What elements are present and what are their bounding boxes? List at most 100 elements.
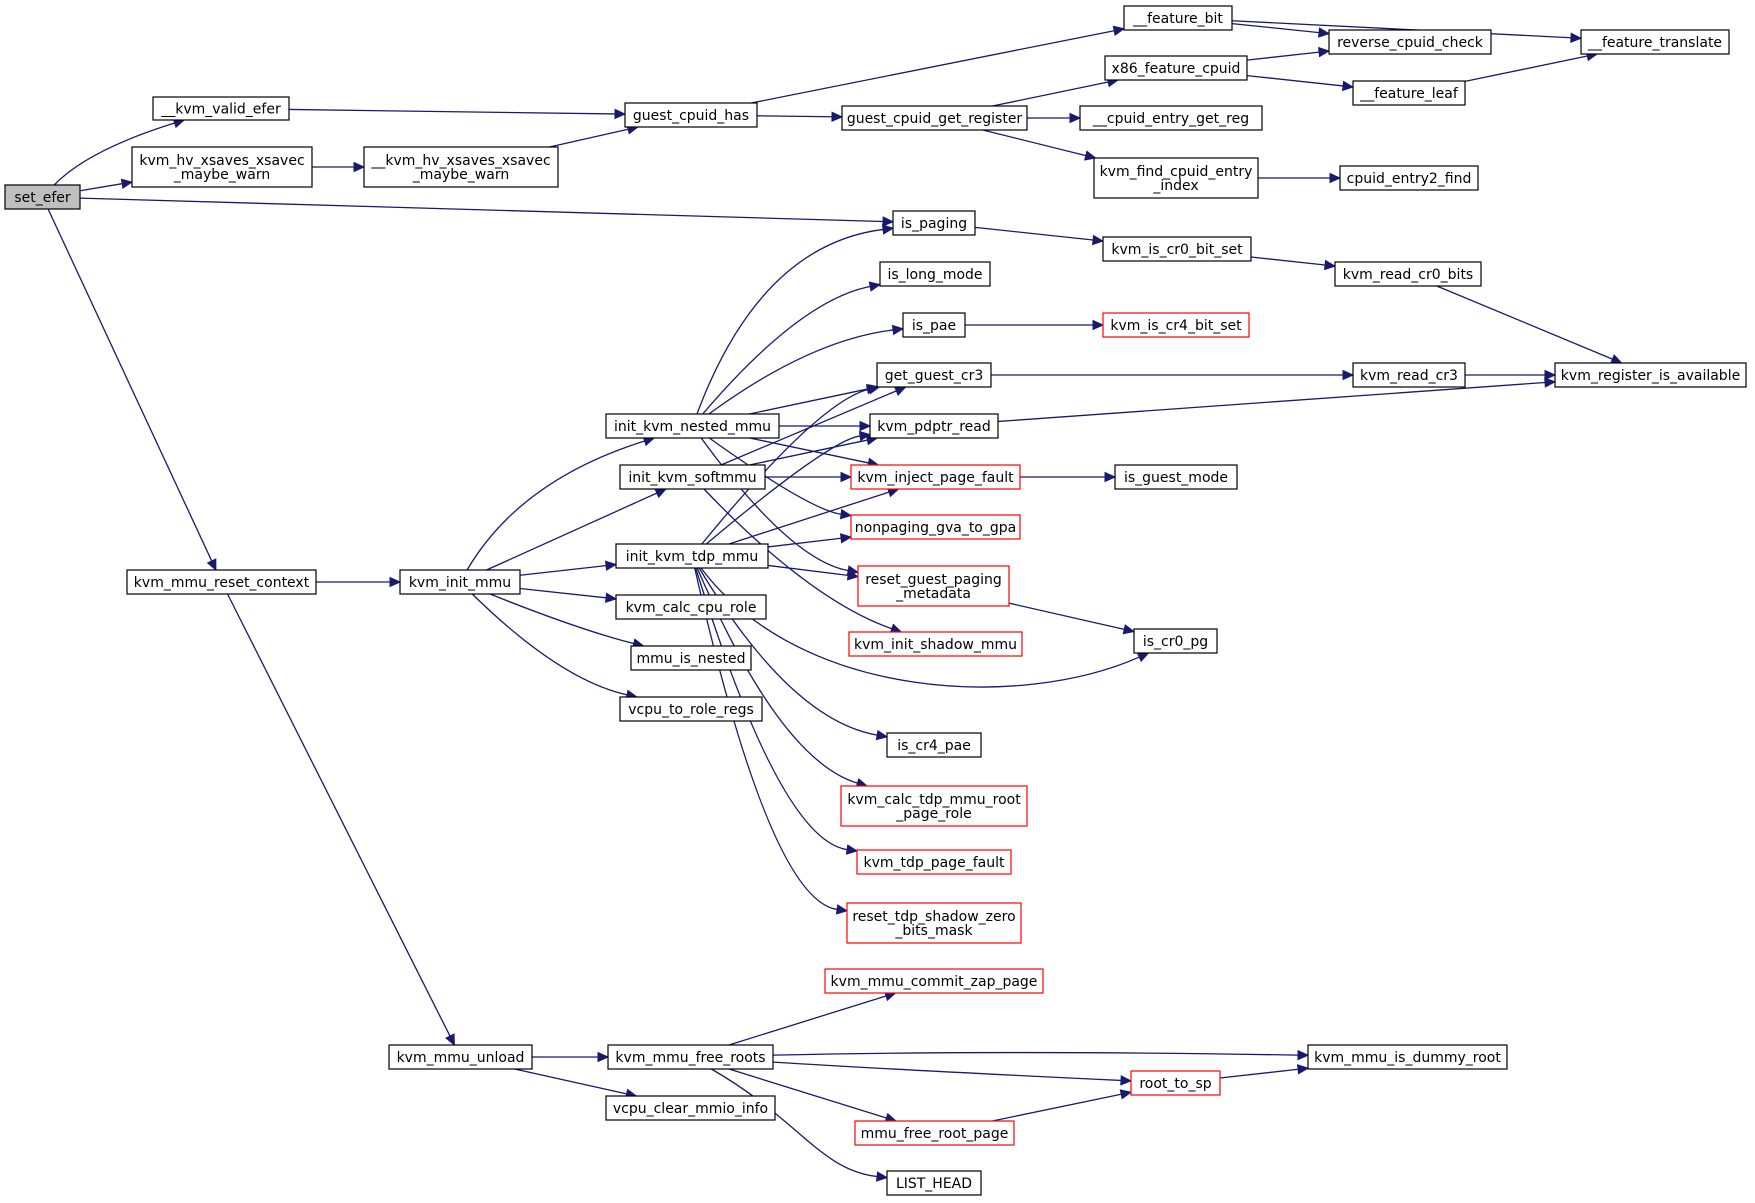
node-vcpu-to-role-regs[interactable]: vcpu_to_role_regs	[619, 696, 763, 722]
node-box	[1104, 55, 1248, 81]
node-label: kvm_is_cr4_bit_set	[1110, 318, 1242, 334]
edge-guest_cpuid_has-to-feature_bit	[751, 25, 1126, 104]
node-feature-translate[interactable]: __feature_translate	[1580, 29, 1730, 55]
node-LIST-HEAD[interactable]: LIST_HEAD	[886, 1170, 982, 1196]
node-label: vcpu_to_role_regs	[628, 702, 754, 718]
node-mmu-free-root-page[interactable]: mmu_free_root_page	[854, 1120, 1015, 1146]
arrowhead	[839, 533, 853, 544]
node-init-kvm-nested-mmu[interactable]: init_kvm_nested_mmu	[605, 413, 780, 439]
arrowhead	[875, 1171, 889, 1182]
node-kvm-init-shadow-mmu[interactable]: kvm_init_shadow_mmu	[848, 631, 1023, 657]
edge-kvm_mmu_free_roots-to-kvm_mmu_commit_zap_page	[728, 991, 897, 1046]
node-box	[1102, 312, 1250, 338]
node-mmu-is-nested[interactable]: mmu_is_nested	[630, 645, 752, 671]
node-kvm-pdptr-read[interactable]: kvm_pdptr_read	[869, 413, 999, 439]
node-init-kvm-softmmu[interactable]: init_kvm_softmmu	[619, 464, 766, 490]
edge-line	[974, 226, 1094, 241]
node-label: set_efer	[14, 190, 71, 206]
node-is-paging[interactable]: is_paging	[892, 210, 976, 236]
node-kvm-is-cr4-bit-set[interactable]: kvm_is_cr4_bit_set	[1102, 312, 1250, 338]
arrowhead	[614, 108, 627, 120]
node-nonpaging-gva-to-gpa[interactable]: nonpaging_gva_to_gpa	[850, 514, 1021, 540]
edge-feature_bit-to-feature_translate	[1231, 20, 1583, 44]
node-vcpu-clear-mmio-info[interactable]: vcpu_clear_mmio_info	[605, 1095, 776, 1121]
node-kvm-calc-cpu-role[interactable]: kvm_calc_cpu_role	[615, 594, 767, 620]
edge-reset_guest_paging_metadata-to-is_cr0_pg	[1008, 602, 1136, 635]
node-kvm-is-cr0-bit-set[interactable]: kvm_is_cr0_bit_set	[1102, 236, 1252, 262]
node-is-cr0-pg[interactable]: is_cr0_pg	[1133, 628, 1218, 654]
node-box	[850, 514, 1021, 540]
edge-init_kvm_nested_mmu-to-get_guest_cr3	[749, 384, 879, 415]
arrowhead	[1069, 112, 1082, 124]
edge-init_kvm_tdp_mmu-to-kvm_tdp_page_fault	[695, 567, 859, 855]
edge-line	[288, 108, 616, 115]
node-init-kvm-tdp-mmu[interactable]: init_kvm_tdp_mmu	[615, 543, 769, 569]
node-label: _metadata	[895, 586, 971, 602]
node-kvm-init-mmu[interactable]: kvm_init_mmu	[399, 569, 521, 595]
node-feature-leaf[interactable]: __feature_leaf	[1352, 80, 1466, 106]
edge-line	[992, 1093, 1122, 1122]
node-label: kvm_init_mmu	[409, 575, 511, 591]
node-reverse-cpuid-check[interactable]: reverse_cpuid_check	[1328, 29, 1492, 55]
node-cpuid-entry-get-reg[interactable]: __cpuid_entry_get_reg	[1079, 105, 1263, 131]
node-box	[1079, 105, 1263, 131]
node-reset-guest-paging-metadata[interactable]: reset_guest_paging_metadata	[857, 565, 1010, 607]
edge-kvm_mmu_free_roots-to-mmu_free_root_page	[728, 1068, 898, 1123]
node-cpuid-entry2-find[interactable]: cpuid_entry2_find	[1339, 165, 1479, 191]
arrowhead	[1317, 46, 1331, 58]
edge-kvm_init_mmu-to-init_kvm_nested_mmu	[466, 436, 656, 571]
node-label: is_long_mode	[887, 267, 982, 283]
node-is-long-mode[interactable]: is_long_mode	[879, 261, 991, 287]
arrowhead	[1342, 369, 1355, 381]
edge-line	[728, 995, 887, 1046]
node-label: mmu_is_nested	[636, 651, 745, 667]
node-kvm-hv-xsaves2[interactable]: __kvm_hv_xsaves_xsavec_maybe_warn	[363, 146, 559, 188]
arrowhead	[353, 161, 366, 173]
edge-mmu_free_root_page-to-root_to_sp	[992, 1089, 1133, 1122]
node-kvm-mmu-commit-zap-page[interactable]: kvm_mmu_commit_zap_page	[824, 968, 1044, 994]
node-feature-bit[interactable]: __feature_bit	[1123, 5, 1233, 31]
node-box	[1093, 157, 1259, 199]
node-kvm-hv-xsaves[interactable]: kvm_hv_xsaves_xsavec_maybe_warn	[131, 146, 313, 188]
node-box	[892, 210, 976, 236]
node-get-guest-cr3[interactable]: get_guest_cr3	[876, 362, 992, 388]
node-kvm-inject-page-fault[interactable]: kvm_inject_page_fault	[850, 464, 1021, 490]
node-kvm-mmu-reset-context[interactable]: kvm_mmu_reset_context	[126, 569, 317, 595]
node-box	[624, 102, 758, 128]
node-kvm-valid-efer[interactable]: __kvm_valid_efer	[152, 96, 290, 121]
node-kvm-mmu-unload[interactable]: kvm_mmu_unload	[388, 1044, 533, 1070]
arrowhead	[654, 488, 668, 499]
node-box	[848, 631, 1023, 657]
edge-line	[772, 1051, 1299, 1056]
node-kvm-mmu-free-roots[interactable]: kvm_mmu_free_roots	[607, 1044, 774, 1070]
node-kvm-register-is-available[interactable]: kvm_register_is_available	[1554, 362, 1747, 388]
edge-init_kvm_nested_mmu-to-is_paging	[696, 224, 895, 415]
node-guest-cpuid-get-register[interactable]: guest_cpuid_get_register	[841, 105, 1028, 131]
arrowhead	[1341, 80, 1355, 92]
node-kvm-calc-tdp-mmu-root-page-role[interactable]: kvm_calc_tdp_mmu_root_page_role	[840, 785, 1028, 827]
node-kvm-mmu-is-dummy-root[interactable]: kvm_mmu_is_dummy_root	[1307, 1044, 1508, 1070]
node-is-cr4-pae[interactable]: is_cr4_pae	[886, 732, 982, 758]
edge-init_kvm_nested_mmu-to-kvm_pdptr_read	[779, 420, 872, 432]
node-set-efer[interactable]: set_efer	[4, 184, 81, 210]
node-box	[869, 413, 999, 439]
node-box	[879, 261, 991, 287]
node-reset-tdp-shadow-zero-bits-mask[interactable]: reset_tdp_shadow_zero_bits_mask	[846, 902, 1022, 944]
node-label: root_to_sp	[1139, 1076, 1211, 1092]
node-guest-cpuid-has[interactable]: guest_cpuid_has	[624, 102, 758, 128]
node-x86-feature-cpuid[interactable]: x86_feature_cpuid	[1104, 55, 1248, 81]
edge-line	[695, 567, 848, 851]
node-box	[1352, 80, 1466, 106]
node-root-to-sp[interactable]: root_to_sp	[1130, 1070, 1221, 1096]
node-is-guest-mode[interactable]: is_guest_mode	[1114, 464, 1238, 490]
node-kvm-read-cr0-bits[interactable]: kvm_read_cr0_bits	[1334, 261, 1482, 287]
node-kvm-find-cpuid-entry-index[interactable]: kvm_find_cpuid_entry_index	[1093, 157, 1259, 199]
node-is-pae[interactable]: is_pae	[902, 312, 966, 338]
node-kvm-read-cr3[interactable]: kvm_read_cr3	[1352, 362, 1466, 388]
edge-kvm_read_cr3-to-kvm_register_is_available	[1465, 369, 1557, 381]
arrowhead	[1297, 1049, 1310, 1061]
node-box	[152, 96, 290, 121]
node-box	[605, 1095, 776, 1121]
node-kvm-tdp-page-fault[interactable]: kvm_tdp_page_fault	[856, 849, 1012, 875]
edge-line	[489, 593, 634, 645]
